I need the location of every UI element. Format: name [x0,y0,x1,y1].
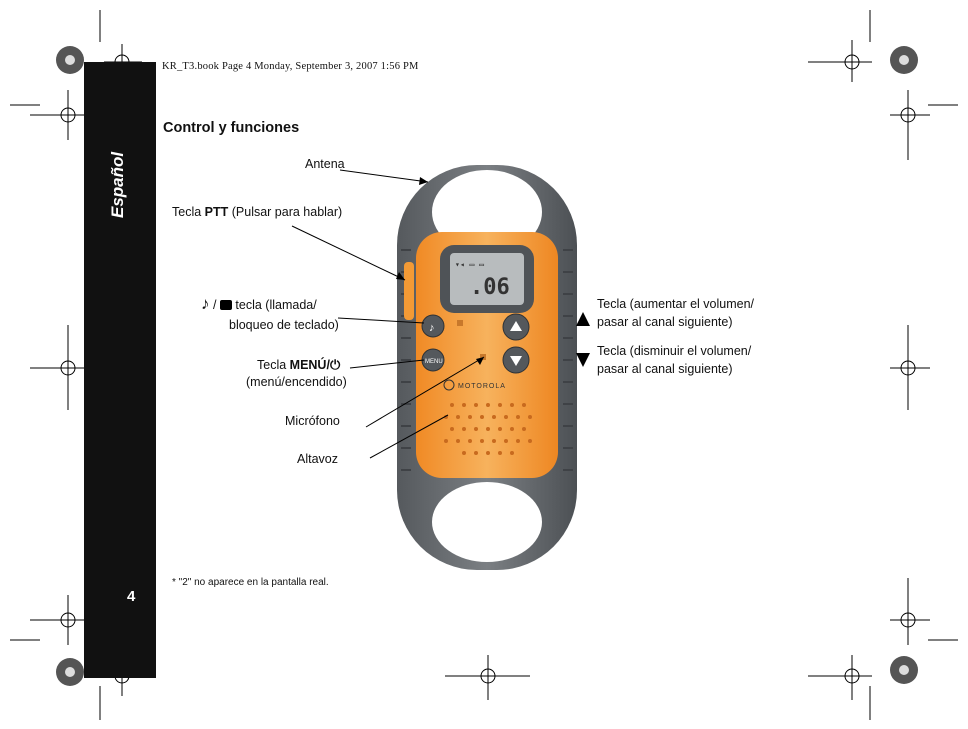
volume-down-arrow-icon [510,356,522,366]
label-menu: Tecla MENÚ/⏻ [257,357,341,372]
registration-mark-l3 [30,595,86,645]
leader-speaker [369,414,449,459]
registration-mark-bc [445,655,530,700]
label-call-lock: ♪ / tecla (llamada/ [201,294,317,313]
registration-mark-r2 [890,325,930,410]
registration-mark-l1 [30,90,86,140]
page-number: 4 [127,588,136,605]
brand-label: MOTOROLA [458,383,506,390]
padlock-icon [219,300,232,310]
registration-mark-tr [808,40,872,82]
label-menu-line2: (menú/encendido) [246,375,347,389]
triangle-up-icon [576,312,590,326]
book-header-line: KR_T3.book Page 4 Monday, September 3, 2… [162,61,419,72]
registration-mark-br [808,655,872,700]
registration-mark-r3 [890,578,930,645]
starburst-mark-bl [56,658,84,686]
leader-menu [349,359,425,369]
power-icon: ⏻ [329,357,341,372]
speaker-grille [444,403,532,455]
page-title: Control y funciones [163,120,300,136]
label-volume-down: Tecla (disminuir el volumen/ [597,344,752,358]
registration-mark-r1 [890,90,930,160]
lcd-screen [450,253,524,305]
triangle-down-icon [576,353,590,367]
label-speaker: Altavoz [297,452,338,466]
ptt-side-key [404,262,414,320]
call-key [421,314,445,338]
leader-antenna [339,169,429,183]
label-volume-up: Tecla (aumentar el volumen/ [597,297,755,311]
leader-ptt [291,225,406,281]
label-volume-up-line2: pasar al canal siguiente) [597,315,733,329]
footnote: * "2" no aparece en la pantalla real. [172,577,329,588]
label-ptt: Tecla PTT (Pulsar para hablar) [172,205,343,219]
label-call-lock-line2: bloqueo de teclado) [229,318,339,332]
volume-up-arrow-icon [510,321,522,331]
label-antenna: Antena [305,157,345,171]
leader-microphone [365,356,485,428]
call-key-note-icon: ♪ [429,322,435,334]
starburst-mark-br [890,656,918,684]
menu-key-label: MENU [425,359,443,365]
motorola-logo-icon [443,379,455,391]
starburst-mark-tr [890,46,918,74]
mic-hole [480,354,486,360]
music-note-icon: ♪ [201,294,210,313]
lcd-channel: .06 [470,275,510,300]
label-volume-down-line2: pasar al canal siguiente) [597,362,733,376]
call-led [457,320,463,326]
registration-mark-l2 [30,325,86,410]
language-sidebar [84,62,156,678]
label-microphone: Micrófono [285,414,340,428]
leader-call [337,317,425,324]
lcd-status-icons: ▾◂ ▭ ▭ [455,260,484,269]
starburst-mark-tl [56,46,84,74]
